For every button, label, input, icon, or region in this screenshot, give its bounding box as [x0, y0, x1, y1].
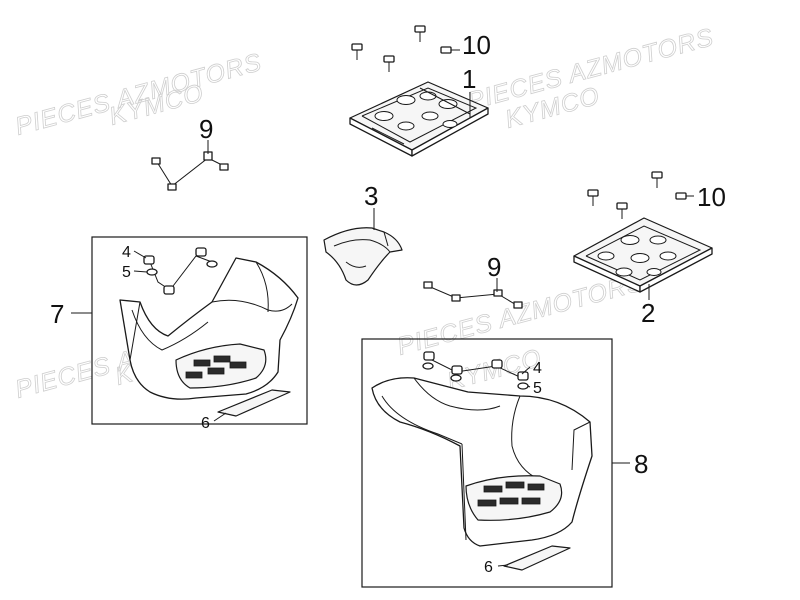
part-7-left-footrest [119, 257, 299, 400]
callout-6-right: 6 [484, 559, 493, 576]
part-6-decal-left [217, 389, 291, 417]
callout-1: 1 [462, 64, 476, 94]
nut-icon [517, 371, 529, 381]
callout-7: 7 [50, 299, 64, 329]
fastener-icon [513, 301, 523, 309]
callout-10-right: 10 [697, 182, 726, 212]
fastener-icon [151, 157, 161, 165]
callout-8: 8 [634, 449, 648, 479]
part-1-rear-plate [349, 81, 489, 157]
fastener-icon [219, 163, 229, 171]
leader-lines [71, 92, 650, 567]
callout-9-right: 9 [487, 252, 501, 282]
bolt-icon [414, 25, 426, 42]
bolt-icon [616, 202, 628, 219]
assembly-box-7 [91, 236, 308, 425]
watermark-layer: PIECES AZMOTORS KYMCO PIECES AZMOTORS KY… [12, 23, 717, 405]
washer-icon [517, 382, 529, 390]
part-6-decal-right [503, 545, 571, 571]
nut-icon [143, 255, 155, 265]
part-8-right-footrest [371, 377, 593, 547]
footrest-grip-pattern [185, 355, 247, 379]
nut-icon [195, 247, 207, 257]
bolt-icon [383, 55, 395, 72]
washer-icon [146, 268, 158, 276]
bolt-icon [651, 171, 663, 188]
bolt-icon [587, 189, 599, 206]
callout-3: 3 [364, 181, 378, 211]
callout-5-left: 5 [122, 264, 131, 281]
bolt-icon [440, 46, 460, 54]
washer-icon [206, 260, 218, 268]
callout-10-top: 10 [462, 30, 491, 60]
part-3-bracket [323, 227, 403, 286]
nut-icon [163, 285, 175, 295]
nut-icon [423, 351, 435, 361]
bolt-icon [675, 192, 694, 200]
bolt-group-10-right [587, 171, 694, 219]
nut-icon [451, 365, 463, 375]
fastener-icon [493, 289, 503, 297]
callout-labels: 1 10 9 3 10 9 2 7 4 5 6 8 4 5 6 [50, 30, 726, 576]
callout-4-right: 4 [533, 360, 542, 377]
washer-icon [422, 362, 434, 370]
callout-9-left: 9 [199, 114, 213, 144]
nut-icon [491, 359, 503, 369]
fastener-set-7 [143, 247, 218, 295]
callout-2: 2 [641, 298, 655, 328]
footrest-grip-pattern [477, 481, 545, 507]
bolt-group-10-top [351, 25, 460, 72]
fastener-icon [451, 294, 461, 302]
bolt-icon [351, 43, 363, 60]
callout-4-left: 4 [122, 244, 131, 261]
part-2-front-plate [573, 217, 713, 293]
part-9-cable-right [423, 281, 523, 309]
fastener-icon [423, 281, 433, 289]
callout-5-right: 5 [533, 380, 542, 397]
callout-6-left: 6 [201, 415, 210, 432]
part-9-cable-left [151, 151, 229, 191]
washer-icon [450, 374, 462, 382]
fastener-icon [167, 183, 177, 191]
